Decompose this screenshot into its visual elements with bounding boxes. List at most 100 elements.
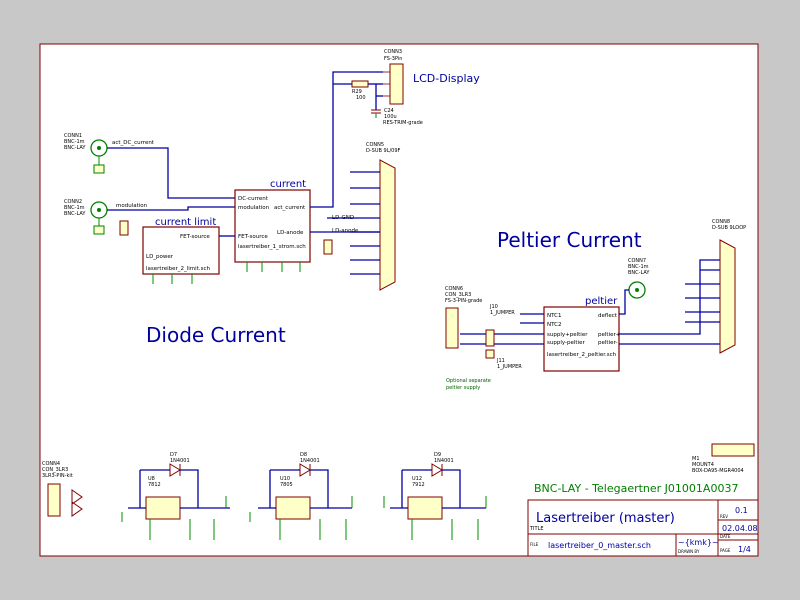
lcd-connector[interactable]: CONN3 FS-3Pin [383,49,404,105]
conn8-value: D-SUB 9LOOP [712,225,746,231]
drawn-by-value: ~{kmk}~ [678,538,719,547]
net-ld-anode: LD-anode [332,228,359,234]
r29-value: 100 [356,95,366,101]
sheet-current-title: current [270,179,306,190]
pin-ntc2: NTC2 [547,322,562,328]
title-block: TITLE Lasertreiber (master) FILE lasertr… [527,499,759,557]
conn4-value: CON_3LR3 [42,467,68,473]
u12-ref: U12 [412,476,422,482]
u8-ref: U8 [148,476,155,482]
lcd-connector-ref: CONN3 [384,49,402,55]
pin-supply-minus: supply-peltier [547,340,585,346]
dsub-connector-conn5[interactable]: CONN5 D-SUB 9L/09F [366,142,401,291]
regulator-u10[interactable]: U10 7805 [275,476,311,520]
conn2-ref: CONN2 [64,199,82,205]
conn4-value2: 3LR3-PIN-kit [42,473,73,479]
conn1-value: BNC-1m [64,139,85,145]
jumper-j10[interactable]: J10 1_JUMPER [485,304,515,347]
conn6-value2: FS-3-PIN-grade [445,298,482,304]
u10-value: 7805 [280,482,293,488]
sheet-peltier-title: peltier [585,296,618,307]
j11-value: 1_JUMPER [497,364,522,370]
file-current: lasertreiber_1_strom.sch [238,244,306,250]
title-label: TITLE [529,526,544,532]
d7-ref: D7 [170,452,177,458]
bnc-connector-1[interactable]: CONN1 BNC-1m BNC-LAY [64,133,108,157]
pin-dc-current: DC-current [238,196,269,202]
mount-m1: M1 MOUNT4 BOX-DA95-MGR4004 [692,443,755,474]
u8-value: 7812 [148,482,161,488]
lcd-display-label: LCD-Display [413,72,480,85]
pin-ld-anode: LD-anode [277,230,304,236]
c24-ref: C24 [384,108,394,114]
date-value: 02.04.08 [722,524,758,533]
lcd-part-label: RES-TRIM-grade [383,120,423,126]
sheet-current-limit[interactable]: current limit FET-source LD_power lasert… [142,217,220,275]
pin-peltier-plus: peltier+ [598,332,621,338]
u10-ref: U10 [280,476,290,482]
sheet-border [39,43,759,557]
pin-fet-source-2: FET-source [238,234,268,240]
conn4-ref: CONN4 [42,461,60,467]
j11-ref: J11 [496,358,505,364]
rectifier-bridge [71,489,83,517]
d9-value: 1N4001 [434,458,454,464]
j10-value: 1_JUMPER [490,310,515,316]
file-limit: lasertreiber_2_limit.sch [146,266,210,272]
bnc-connector-7[interactable]: CONN7 BNC-1m BNC-LAY [628,258,650,299]
page-value: 1/4 [738,545,751,554]
optional-supply-note2: peltier supply [446,385,480,391]
conn5-value: D-SUB 9L/09F [366,148,401,154]
conn7-value: BNC-1m [628,264,649,270]
dsub-connector-conn8[interactable]: CONN8 D-SUB 9LOOP [712,219,746,354]
c24-value: 100u [384,114,397,120]
rev-label: REV [720,514,728,519]
sheet-current[interactable]: current DC-current modulation act_curren… [234,179,311,263]
pin-peltier-minus: peltier- [598,340,617,346]
pin-modulation: modulation [238,205,270,211]
pin-act-current: act_current [274,205,306,211]
pin-deflect: deflect [598,313,618,319]
pin-supply-plus: supply+peltier [547,332,588,338]
m1-ref: M1 [692,456,700,462]
resistor-r29[interactable] [351,80,369,88]
pin-ntc1: NTC1 [547,313,562,319]
conn6-supply-connector[interactable]: CONN6 CON_3LR3 FS-3-PIN-grade [445,286,482,349]
peltier-current-label: Peltier Current [497,228,642,252]
d8-ref: D8 [300,452,307,458]
conn1-ref: CONN1 [64,133,82,139]
lcd-connector-value: FS-3Pin [384,56,402,62]
conn2-value: BNC-1m [64,205,85,211]
jumper-j11[interactable]: J11 1_JUMPER [485,349,522,370]
file-peltier: lasertreiber_2_peltier.sch [547,352,617,358]
d9-ref: D9 [434,452,441,458]
net-modulation: modulation [116,203,148,209]
d8-value: 1N4001 [300,458,320,464]
company-note: BNC-LAY - Telegaertner J01001A0037 [534,482,738,495]
d7-value: 1N4001 [170,458,190,464]
conn6-value: CON_3LR3 [445,292,471,298]
drawn-by-label: DRAWN BY [678,549,700,554]
conn4-power-input[interactable]: CONN4 CON_3LR3 3LR3-PIN-kit [42,461,73,517]
pin-fet-source: FET-source [180,234,210,240]
gnd-symbols-current [152,262,301,284]
page-label: PAGE [720,548,731,553]
supply-symbols [121,496,487,540]
conn2-value2: BNC-LAY [64,211,86,217]
conn5-ref: CONN5 [366,142,384,148]
file-label: FILE [530,542,539,547]
net-act-dc-current: act_DC_current [112,140,155,146]
sheet-title: Lasertreiber (master) [536,511,675,526]
date-label: DATE [720,534,731,539]
conn7-ref: CONN7 [628,258,646,264]
regulator-u12[interactable]: U12 7912 [407,476,443,520]
conn6-ref: CONN6 [445,286,463,292]
sheet-peltier[interactable]: peltier NTC1 NTC2 deflect supply+peltier… [543,296,621,372]
u12-value: 7912 [412,482,425,488]
j10-ref: J10 [489,304,498,310]
m1-value2: BOX-DA95-MGR4004 [692,468,744,474]
r29-ref: R29 [352,89,362,95]
conn8-ref: CONN8 [712,219,730,225]
optional-supply-note: Optional separate [446,378,491,384]
